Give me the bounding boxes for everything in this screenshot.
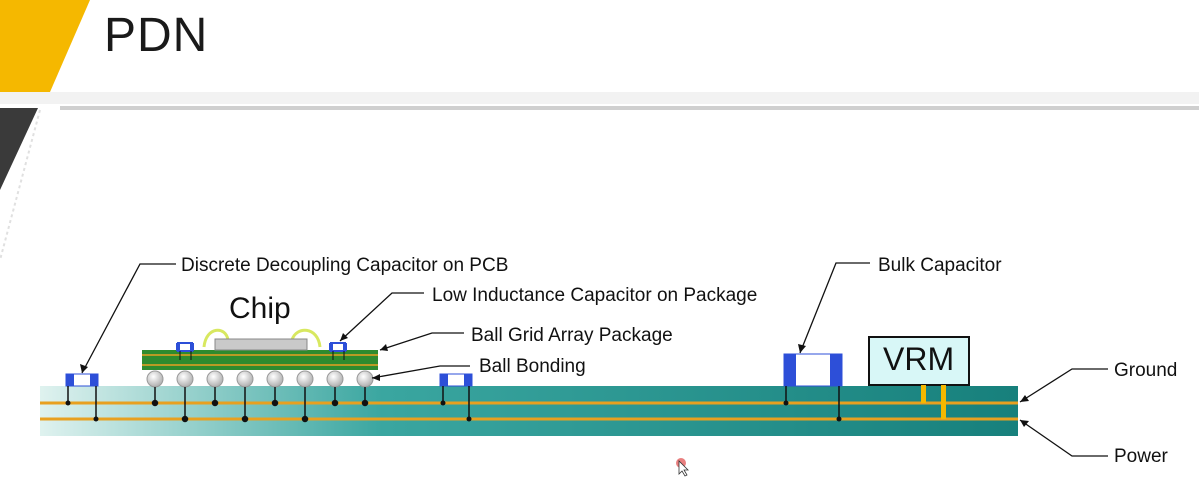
- bond-wire-left: [202, 328, 230, 348]
- discrete-capacitor-middle: [439, 373, 473, 422]
- label-power: Power: [1114, 446, 1169, 467]
- solder-ball: [296, 370, 314, 388]
- label-low-inductance-capacitor: Low Inductance Capacitor on Package: [432, 285, 757, 306]
- solder-ball: [146, 370, 164, 388]
- header-band: [0, 92, 1199, 104]
- label-discrete-decoupling-capacitor: Discrete Decoupling Capacitor on PCB: [181, 255, 508, 276]
- label-ground: Ground: [1114, 360, 1177, 381]
- bulk-capacitor: [783, 353, 843, 422]
- callout-arrowheads: [80, 333, 1029, 427]
- solder-ball: [356, 370, 374, 388]
- solder-balls: [146, 370, 374, 388]
- header-accent-dark: [0, 108, 38, 190]
- header-edge-shadow: [0, 109, 41, 261]
- bga-package: [142, 350, 378, 370]
- solder-ball: [326, 370, 344, 388]
- solder-ball: [266, 370, 284, 388]
- mouse-cursor-icon: [676, 458, 689, 477]
- label-ball-grid-array-package: Ball Grid Array Package: [471, 325, 673, 346]
- label-bulk-capacitor: Bulk Capacitor: [878, 255, 1002, 276]
- chip-die: [214, 338, 308, 351]
- vrm-label: VRM: [883, 341, 954, 377]
- slide-title: PDN: [104, 9, 209, 62]
- vrm-power-lead: [941, 385, 946, 419]
- pcb-board: [40, 386, 1018, 436]
- vrm-box: [868, 336, 970, 386]
- callout-leaders: [81, 262, 1108, 457]
- header-divider: [60, 106, 1199, 110]
- label-ball-bonding: Ball Bonding: [479, 356, 586, 377]
- discrete-capacitor-left: [65, 373, 99, 422]
- solder-ball: [236, 370, 254, 388]
- package-capacitor-right: [329, 342, 347, 360]
- chip-label: Chip: [229, 292, 291, 325]
- bond-wire-right: [290, 328, 322, 348]
- solder-ball: [176, 370, 194, 388]
- ball-vias: [151, 387, 369, 423]
- header-accent-yellow: [0, 0, 90, 92]
- vrm-ground-lead: [921, 385, 926, 403]
- package-capacitor-left: [176, 342, 194, 360]
- solder-ball: [206, 370, 224, 388]
